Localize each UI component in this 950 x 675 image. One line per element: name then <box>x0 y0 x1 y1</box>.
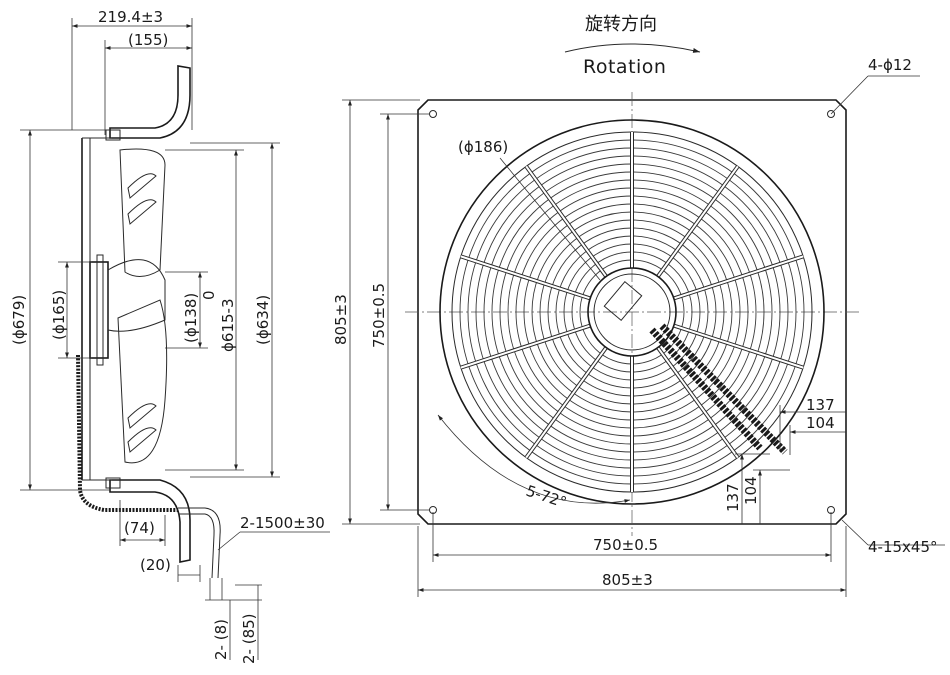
guard-spoke-inner <box>657 347 739 459</box>
rotation-indicator: 旋转方向 Rotation <box>564 14 701 78</box>
blade-lower <box>117 299 168 464</box>
guard-spoke-inner <box>673 255 804 300</box>
dim-width-overall: 219.4±3 <box>98 8 163 26</box>
side-view: 219.4±3 (155) ( <box>10 8 330 664</box>
hole-spec: 4-ϕ12 <box>868 56 912 74</box>
guard-spoke-inner <box>460 324 591 369</box>
guard-ring-outer <box>439 119 825 505</box>
dim-104-h: 104 <box>806 414 835 432</box>
dim-74: (74) <box>124 519 155 537</box>
dim-dia-615: ϕ615-3 <box>219 299 237 352</box>
hub-dia: (ϕ186) <box>458 138 508 156</box>
guard-top <box>109 65 191 139</box>
guard-spoke-inner <box>460 255 591 300</box>
dim-width-inner: 750±0.5 <box>593 536 658 554</box>
guard-bottom <box>109 479 191 563</box>
guard-spoke-inner <box>673 324 804 369</box>
rotation-label-en: Rotation <box>583 56 666 78</box>
dim-dia-615-tol: 0 <box>200 290 218 300</box>
dim-137-h: 137 <box>806 396 835 414</box>
dim-height-outer: 805±3 <box>332 294 350 345</box>
dim-20: (20) <box>140 556 171 574</box>
rotation-arrow-icon <box>564 43 701 53</box>
wire-length-8: 2- (8) <box>212 619 230 660</box>
dim-width-outer: 805±3 <box>602 571 653 589</box>
dim-137-v: 137 <box>724 483 742 512</box>
mounting-plate-front <box>417 99 847 525</box>
dim-height-inner: 750±0.5 <box>370 283 388 348</box>
terminal-box <box>603 280 643 322</box>
dim-dia-165: (ϕ165) <box>50 290 68 340</box>
blade-upper <box>119 148 166 277</box>
dim-dia-138: (ϕ138) <box>182 293 200 343</box>
cable-spec: 2-1500±30 <box>240 514 325 532</box>
dim-dia-679: (ϕ679) <box>10 295 28 345</box>
motor-hub-front <box>587 267 677 357</box>
dim-104-v: 104 <box>742 476 760 505</box>
guard-spoke-inner <box>525 165 607 277</box>
cable-front-2 <box>659 323 788 455</box>
angle-arc <box>437 414 631 504</box>
chamfer-spec: 4-15x45° <box>868 538 938 556</box>
wire-length-85: 2- (85) <box>240 613 258 664</box>
motor-hub <box>89 261 109 359</box>
front-view: 4-ϕ12 (ϕ186) 805±3 750±0.5 750±0.5 805±3… <box>332 56 945 597</box>
guard-spokes <box>460 132 804 492</box>
rotation-label-cn: 旋转方向 <box>585 14 657 35</box>
cable-conduit <box>76 354 178 512</box>
dim-dia-634: (ϕ634) <box>254 295 272 345</box>
dim-width-inner: (155) <box>128 31 168 49</box>
guard-spoke-inner <box>657 165 739 277</box>
angle-spec: 5-72° <box>524 482 569 512</box>
cable-front-1 <box>649 327 763 451</box>
